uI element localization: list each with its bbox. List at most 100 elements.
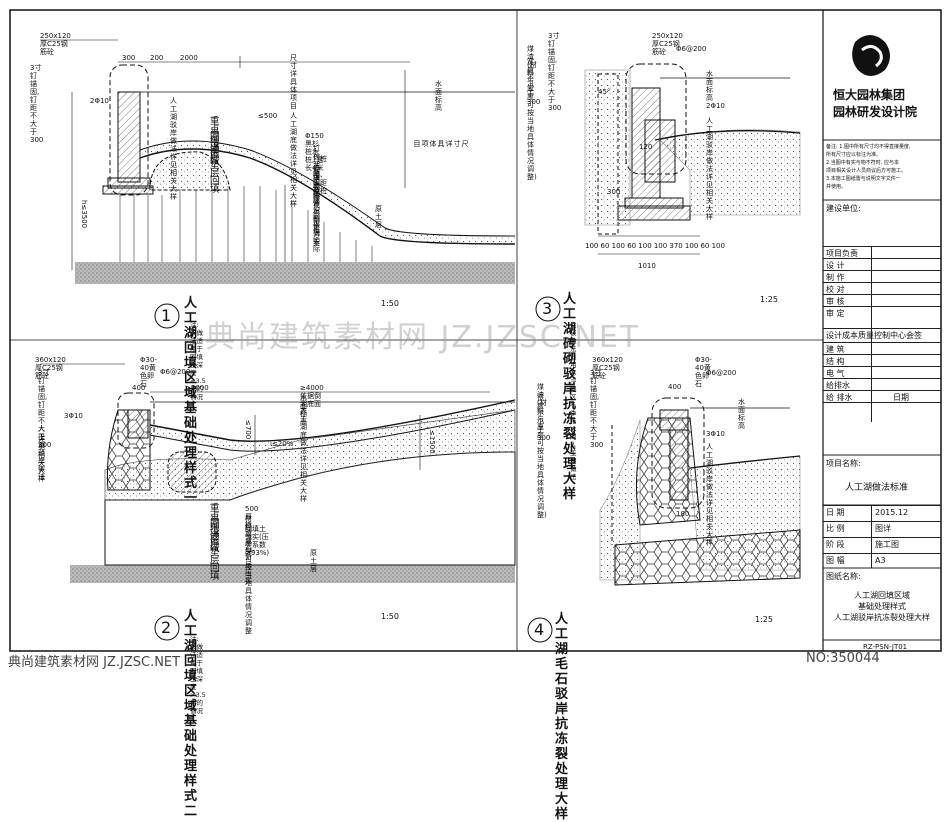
d2-h1500: ≤1500: [428, 430, 436, 454]
note-line: 并使用。: [826, 184, 847, 190]
info-value: A3: [875, 556, 886, 565]
d3-dim: 100: [711, 242, 725, 250]
d2-brick-label: 360x120厚C25钢筋砼: [35, 356, 66, 380]
original-soil-band: [70, 565, 515, 583]
drawing-name-line: 基础处理样式: [858, 602, 906, 611]
d4-cushion-label: 煤渣 (材料与厚度可按当地具体情况调整): [537, 383, 547, 519]
d4-num: 4: [534, 620, 545, 639]
d4-detail-ref: 人工湖驳岸做法详见相关大样: [706, 443, 713, 547]
d3-angle: 45°: [598, 88, 611, 96]
d3-dim: 100: [653, 242, 668, 250]
d3-water-level: 水面标高: [706, 70, 713, 102]
d4-dim-180: 180: [676, 510, 690, 518]
d1-zone1: 重点回填区域: [210, 116, 220, 167]
discipline-row: 建 筑: [823, 342, 941, 354]
drawing-name: 人工湖回填区域 基础处理样式 人工湖驳岸抗冻裂处理大样: [823, 590, 941, 623]
d3-dim: 100: [638, 242, 652, 250]
drawing-name-line: 人工湖回填区域: [854, 591, 910, 600]
d3-dim: 60: [600, 242, 610, 250]
staff-row: 审 定: [823, 306, 941, 318]
d1-soil-label: 原土层: [375, 205, 382, 229]
d3-brick-label: 250x120厚C25钢筋砼: [652, 32, 683, 56]
discipline-label: 建 筑: [826, 345, 845, 354]
d1-dim-300: 300: [122, 54, 136, 62]
d3-total-dim: 1010: [638, 262, 656, 270]
d2-note: 注: 该做法适用于回填土深度>3.5米的情况: [190, 635, 206, 715]
d1-anchor-label: 3寸钉锚固, 钉距不大于300: [30, 64, 44, 144]
d3-title: 人工湖砖砌驳岸抗冻裂处理大样: [563, 292, 577, 502]
institute-name: 园林研发设计院: [833, 105, 918, 119]
company-name: 恒大园林集团: [833, 88, 906, 102]
d3-dim: 100: [611, 242, 626, 250]
timber-piles: [119, 186, 373, 262]
staff-row: 设 计: [823, 258, 941, 270]
d2-water-level: 水面标高: [300, 394, 307, 426]
note-line: 3.本施工图纸置与说明文字文件一: [826, 176, 901, 182]
d2-bottom-ref: 人工湖底做法详见相关大样: [300, 407, 307, 503]
company-logo: [852, 35, 890, 76]
d2-num: 2: [161, 618, 172, 637]
staff-label: 校 对: [826, 285, 845, 294]
discipline-label: 给排水: [826, 381, 850, 390]
info-key: 比 例: [826, 524, 845, 533]
d1-pile-label: Φ150黑杉桩木桩, 定长4米: [305, 132, 324, 172]
d2-dim-4000: ≥4000依据倒湖底面高: [300, 384, 324, 416]
info-row: 阶 段施工图: [823, 537, 941, 553]
d2-dim-400: 400: [132, 384, 146, 392]
blank-row: [823, 402, 941, 422]
staff-row: 校 对: [823, 282, 941, 294]
notes: 备注: 1.图中所有尺寸均不得直接量度, 所有尺寸应以标注为准。 2.当图中有实…: [826, 143, 911, 191]
d1-pile-note-2: 打桩范围、间距及桩深: [313, 155, 327, 203]
original-soil-band: [75, 262, 515, 284]
d1-h3500: h≤3500: [80, 200, 88, 229]
d2-slope: i≤20%: [270, 440, 294, 448]
note-line: 备注: 1.图中所有尺寸均不得直接量度,: [826, 144, 911, 150]
d1-ref-top: 尺寸详具体项目: [290, 54, 297, 110]
d1-pile-note-4: 研究际情况制定方案: [313, 175, 320, 247]
quality-label: 设计成本质量控制中心会签: [826, 331, 922, 340]
d3-detail-ref: 人工湖驳岸做法详见相关大样: [706, 117, 713, 221]
discipline-row: 给排水: [823, 378, 941, 390]
drawing-sheet: [9, 9, 942, 652]
staff-label: 制 作: [826, 273, 845, 282]
d1-water-level: 水面标高: [435, 80, 442, 112]
d4-water-level: 水面标高: [738, 398, 745, 430]
date-label: 日期: [893, 393, 909, 402]
d2-soil-label: 原土层: [310, 549, 317, 573]
d2-detail-ref-1: 人工湖驳岸做法: [38, 425, 45, 481]
info-key: 图 幅: [826, 556, 845, 565]
d3-scale: 1:25: [760, 295, 778, 304]
info-value: 施工图: [875, 540, 899, 549]
discipline-label: 电 气: [826, 369, 845, 378]
info-value: 2015.12: [875, 508, 909, 517]
discipline-label: 结 构: [826, 357, 845, 366]
staff-row: 审 核: [823, 294, 941, 306]
detail-1: [40, 39, 516, 329]
info-row: 图 幅 A3: [823, 553, 941, 568]
d4-dim-400: 400: [668, 383, 682, 391]
d3-cushion-label: 煤渣 (材料与厚度可按当地具体情况调整): [527, 45, 537, 181]
detail-4: [527, 397, 801, 643]
info-value: 图详: [875, 524, 891, 533]
d3-dim: 370: [669, 242, 683, 250]
d1-detail-ref: 人工湖驳岸做法详见相关大样: [170, 97, 177, 201]
owner-label: 建设单位:: [826, 204, 861, 213]
footer-site: 典尚建筑素材网 JZ.JZSC.NET: [8, 655, 181, 670]
info-row: 比 例 图详: [823, 521, 941, 537]
detail-3: [535, 63, 801, 322]
d2-anchor-label: 3寸钉锚固, 钉距不大于300: [38, 369, 52, 449]
project-name: 人工湖做法标准: [845, 483, 909, 493]
quality-row: 设计成本质量控制中心会签: [823, 328, 941, 342]
drawing-name-line: 人工湖驳岸抗冻裂处理大样: [834, 613, 930, 622]
note-line: 2.当图中有实与物不符时, 应与本: [826, 160, 899, 166]
staff-row: 项目负责: [823, 246, 941, 258]
d2-fill-note-2: 材料与厚度可按当地具体情况调整: [245, 515, 252, 635]
title-block: 恒大园林集团 园林研发设计院 备注: 1.图中所有尺寸均不得直接量度, 所有尺寸…: [823, 10, 941, 651]
d4-width-label: 宽度不小于300: [537, 394, 551, 442]
d1-zone2: 当地通用垫层回填: [210, 128, 220, 195]
d3-dim: 60: [700, 242, 710, 250]
d2-fill-note-1: 500厚掺渣或石, 分层压实: [245, 505, 259, 585]
d3-steel-label: Φ6@200: [676, 45, 707, 53]
d3-dim-120: 120: [639, 143, 653, 151]
